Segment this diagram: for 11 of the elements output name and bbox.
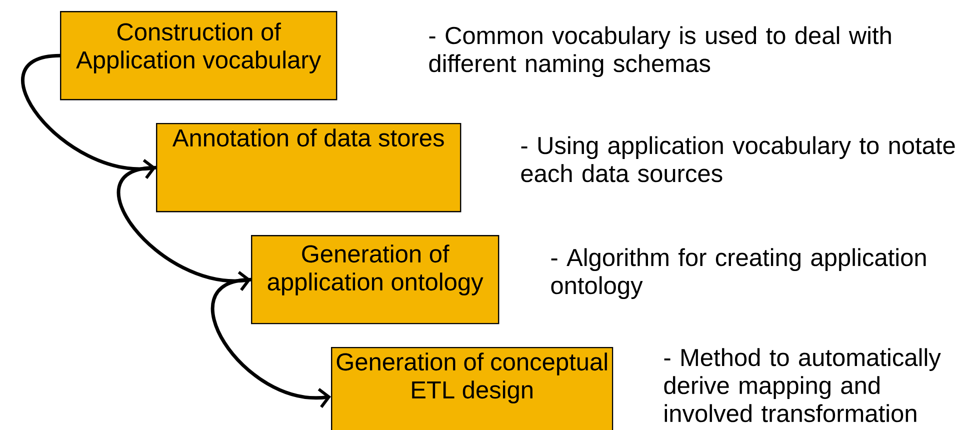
process-box: Generation of conceptual ETL design	[331, 346, 614, 430]
note-text: - Common vocabulary is used to deal with different naming schemas	[429, 26, 891, 78]
process-box: Generation of application ontology	[251, 235, 500, 324]
curved-arrow	[211, 278, 332, 408]
curved-arrow	[22, 54, 156, 179]
note-text: - Method to automatically derive mapping and involved transformation	[664, 348, 941, 422]
note-text: - Using application vocabulary to notate each data sources	[521, 136, 955, 182]
curved-arrow	[117, 166, 252, 291]
process-box: Construction of Application vocabulary	[60, 11, 338, 100]
note-text: - Algorithm for creating application ontology	[551, 248, 926, 300]
process-box: Annotation of data stores	[156, 122, 462, 212]
